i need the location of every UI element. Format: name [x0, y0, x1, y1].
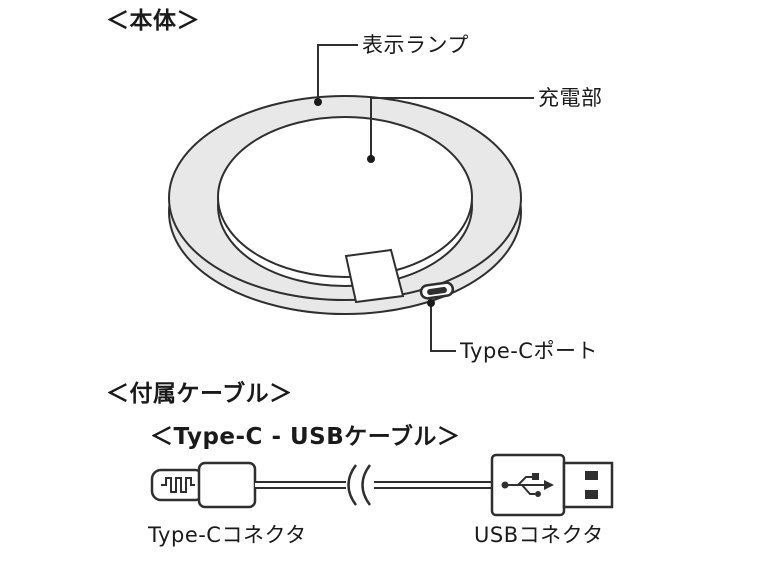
usb-contact-bottom	[585, 490, 598, 499]
type-c-tip-serration-icon	[161, 477, 195, 493]
section-heading-body: ＜本体＞	[106, 8, 200, 34]
section-heading-cable: ＜付属ケーブル＞	[106, 381, 293, 407]
cable-break-mark-right	[361, 464, 372, 506]
ring-inner-edge	[217, 116, 473, 278]
label-type-c-port: Type-Cポート	[460, 339, 598, 363]
leader-lines	[314, 44, 534, 352]
ring-notch	[344, 248, 405, 304]
label-charging-area: 充電部	[538, 86, 603, 110]
type-c-connector	[150, 461, 257, 509]
device-type-c-port	[419, 281, 455, 300]
cable-type-subheading: ＜Type-C - USBケーブル＞	[150, 424, 461, 450]
charger-ring	[168, 95, 522, 315]
usb-contact-top	[585, 471, 598, 480]
leader-dot-indicator-lamp	[314, 98, 322, 106]
label-usb-connector: USBコネクタ	[474, 523, 604, 547]
label-indicator-lamp: 表示ランプ	[362, 33, 469, 57]
type-c-tip	[150, 468, 206, 502]
leader-charging-area	[370, 97, 534, 156]
leader-indicator-lamp	[317, 44, 358, 100]
leader-dot-charging-area	[367, 155, 375, 163]
label-type-c-connector: Type-Cコネクタ	[148, 523, 307, 547]
usb-trident-icon	[501, 473, 554, 497]
type-c-body	[197, 461, 257, 509]
cable-line	[255, 464, 492, 506]
usb-tongue	[562, 461, 614, 509]
usb-connector	[490, 453, 614, 517]
leader-type-c-port	[430, 304, 456, 352]
port-opening	[427, 287, 447, 295]
leader-dot-type-c-port	[427, 299, 435, 307]
cable-assembly	[150, 453, 614, 517]
cable-break-mark-left	[347, 464, 358, 506]
